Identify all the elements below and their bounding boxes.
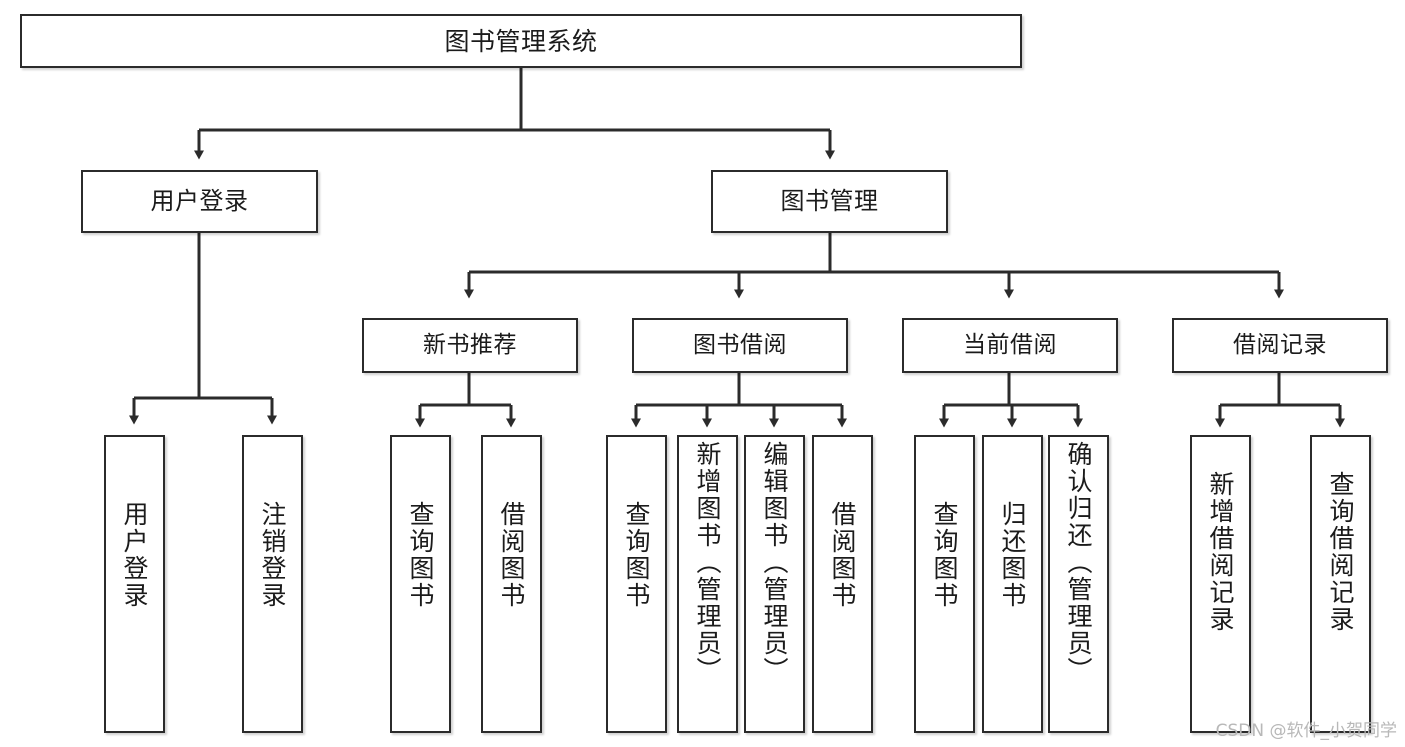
node-label: 图书借阅 [693, 332, 787, 359]
node-new-book-recommend[interactable]: 新书推荐 [362, 318, 578, 373]
node-leaf-borrow-book-2[interactable]: 借阅图书 [812, 435, 873, 733]
node-leaf-query-book-2[interactable]: 查询图书 [606, 435, 667, 733]
node-label: 查询图书 [406, 501, 435, 609]
node-user-login[interactable]: 用户登录 [81, 170, 318, 233]
node-leaf-add-book[interactable]: 新增图书（管理员） [677, 435, 738, 733]
node-current-borrow[interactable]: 当前借阅 [902, 318, 1118, 373]
node-leaf-borrow-book-1[interactable]: 借阅图书 [481, 435, 542, 733]
node-borrow-record[interactable]: 借阅记录 [1172, 318, 1388, 373]
node-label: 图书管理 [780, 186, 879, 215]
node-label: 新增借阅记录 [1206, 471, 1235, 633]
node-label: 新增图书（管理员） [693, 441, 722, 684]
node-label: 查询图书 [622, 501, 651, 609]
node-leaf-query-book-1[interactable]: 查询图书 [390, 435, 451, 733]
node-label: 借阅图书 [497, 501, 526, 609]
node-leaf-edit-book[interactable]: 编辑图书（管理员） [744, 435, 805, 733]
node-leaf-confirm-return[interactable]: 确认归还（管理员） [1048, 435, 1109, 733]
node-label: 注销登录 [258, 501, 287, 609]
csdn-watermark: CSDN @软件_小贺同学 [1215, 721, 1397, 741]
node-label: 图书管理系统 [444, 26, 598, 56]
node-leaf-user-login[interactable]: 用户登录 [104, 435, 165, 733]
node-label: 编辑图书（管理员） [760, 441, 789, 684]
node-root-book-management-system[interactable]: 图书管理系统 [20, 14, 1022, 68]
node-label: 借阅记录 [1233, 332, 1327, 359]
node-label: 用户登录 [150, 186, 249, 215]
node-leaf-query-book-3[interactable]: 查询图书 [914, 435, 975, 733]
node-label: 归还图书 [998, 501, 1027, 609]
node-label: 借阅图书 [828, 501, 857, 609]
node-label: 查询图书 [930, 501, 959, 609]
node-leaf-query-record[interactable]: 查询借阅记录 [1310, 435, 1371, 733]
node-leaf-return-book[interactable]: 归还图书 [982, 435, 1043, 733]
node-label: 确认归还（管理员） [1064, 441, 1093, 684]
node-leaf-add-record[interactable]: 新增借阅记录 [1190, 435, 1251, 733]
node-label: 新书推荐 [423, 332, 517, 359]
node-leaf-logout-login[interactable]: 注销登录 [242, 435, 303, 733]
node-book-borrow[interactable]: 图书借阅 [632, 318, 848, 373]
node-label: 用户登录 [120, 501, 149, 609]
node-book-management[interactable]: 图书管理 [711, 170, 948, 233]
node-label: 查询借阅记录 [1326, 471, 1355, 633]
node-label: 当前借阅 [963, 332, 1057, 359]
